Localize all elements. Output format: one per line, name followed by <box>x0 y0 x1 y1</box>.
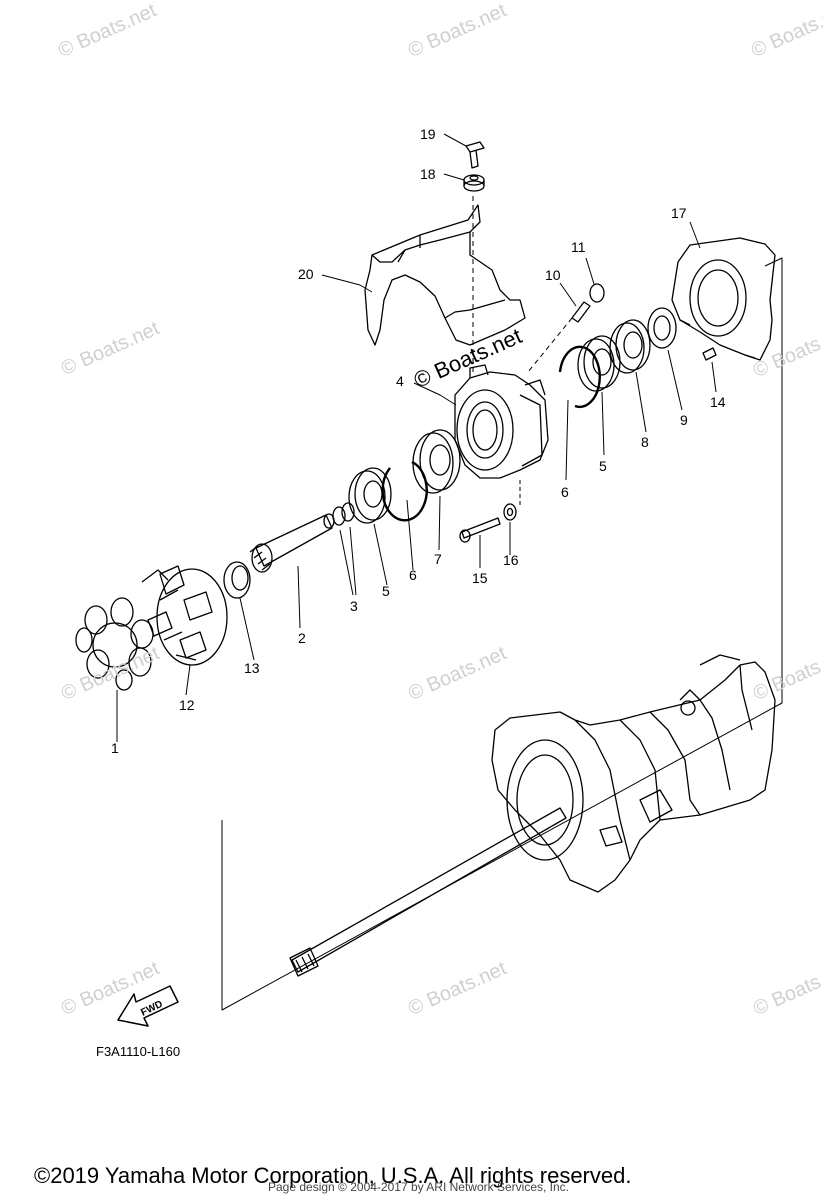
callout-19[interactable]: 19 <box>420 126 436 142</box>
callout-6b[interactable]: 6 <box>561 484 569 500</box>
part-bearing-8 <box>609 319 651 374</box>
callout-7[interactable]: 7 <box>434 551 442 567</box>
callout-1[interactable]: 1 <box>111 740 119 756</box>
copyright-notice: ©2019 Yamaha Motor Corporation, U.S.A. A… <box>34 1163 632 1188</box>
callout-13[interactable]: 13 <box>244 660 260 676</box>
callout-6a[interactable]: 6 <box>409 567 417 583</box>
part-cover <box>364 204 526 346</box>
part-bearing-7 <box>412 429 461 494</box>
leader-lines <box>116 133 717 742</box>
part-washer-16 <box>503 503 517 521</box>
callout-18[interactable]: 18 <box>420 166 436 182</box>
part-circlip-6a <box>381 460 428 522</box>
part-coupling-12 <box>141 565 228 666</box>
callout-14[interactable]: 14 <box>710 394 726 410</box>
callout-3[interactable]: 3 <box>350 598 358 614</box>
part-cap-11 <box>589 283 605 303</box>
part-ring-13 <box>223 561 251 599</box>
drive-shaft <box>289 807 567 977</box>
callout-8[interactable]: 8 <box>641 434 649 450</box>
callout-4[interactable]: 4 <box>396 373 404 389</box>
callout-17[interactable]: 17 <box>671 205 687 221</box>
callout-5a[interactable]: 5 <box>382 583 390 599</box>
part-washer-18 <box>463 174 485 192</box>
jet-pump-assembly <box>491 654 776 893</box>
assembly-frame <box>221 257 783 1011</box>
fwd-label: FWD <box>139 999 164 1019</box>
callout-10[interactable]: 10 <box>545 267 561 283</box>
callout-12[interactable]: 12 <box>179 697 195 713</box>
part-bearing-5a <box>348 467 392 524</box>
part-pin-14 <box>702 347 717 361</box>
callout-2[interactable]: 2 <box>298 630 306 646</box>
callout-9[interactable]: 9 <box>680 412 688 428</box>
part-seals-3 <box>332 502 355 526</box>
part-fitting-10 <box>527 301 591 373</box>
part-housing <box>454 364 549 479</box>
part-bolt-19 <box>465 141 485 169</box>
part-damper-1 <box>75 597 154 691</box>
page-design-credit: Page design © 2004-2017 by ARI Network S… <box>268 1180 570 1194</box>
callout-16[interactable]: 16 <box>503 552 519 568</box>
diagram-code: F3A1110-L160 <box>96 1044 181 1059</box>
callout-5b[interactable]: 5 <box>599 458 607 474</box>
part-bolt-15 <box>459 517 501 543</box>
callout-11[interactable]: 11 <box>571 239 586 255</box>
part-seal-9 <box>647 307 677 349</box>
callout-15[interactable]: 15 <box>472 570 488 586</box>
part-plate-17 <box>671 237 776 361</box>
callout-20[interactable]: 20 <box>298 266 314 282</box>
part-shaft-2 <box>249 513 335 573</box>
part-circlip-6b <box>558 345 601 408</box>
